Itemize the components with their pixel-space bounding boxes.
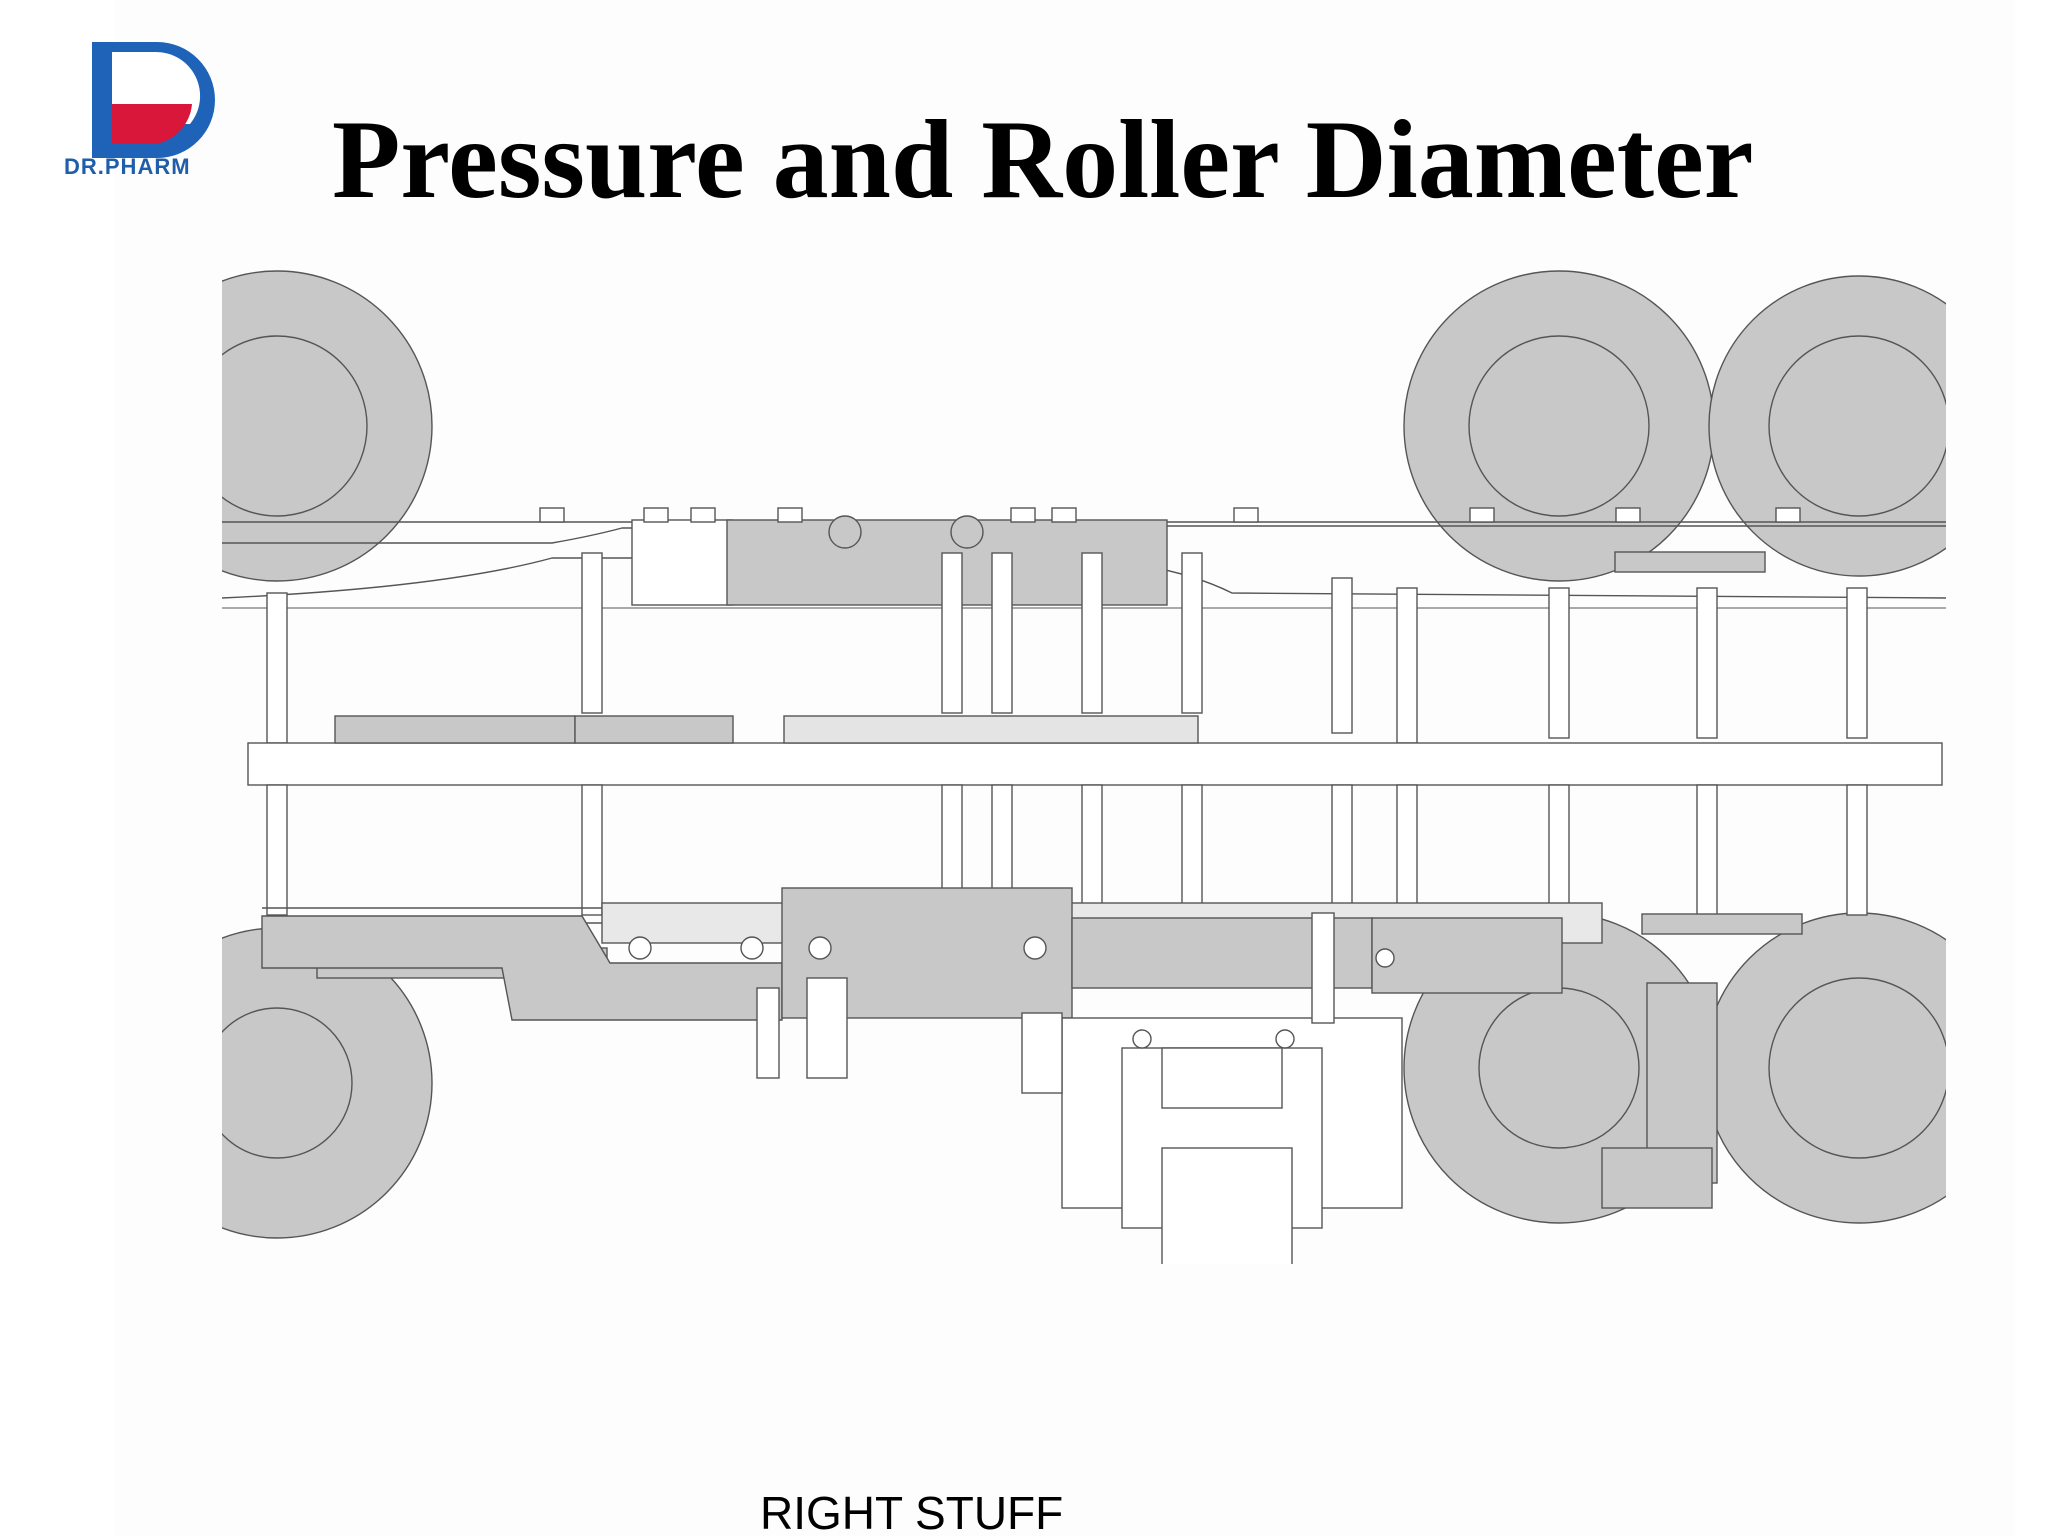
lower-roller-right-b	[1703, 912, 1946, 1224]
upper-roller-left	[222, 270, 433, 582]
logo-text: DR.PHARM	[64, 154, 191, 179]
slide-footer-text: RIGHT STUFF	[760, 1487, 1064, 1539]
upper-roller-right-b	[1708, 275, 1946, 577]
dr-pharm-logo	[92, 42, 215, 158]
slide-title: Pressure and Roller Diameter	[332, 98, 1754, 222]
roller-press-schematic	[222, 270, 1946, 1264]
upper-roller-right-a	[1403, 270, 1715, 582]
